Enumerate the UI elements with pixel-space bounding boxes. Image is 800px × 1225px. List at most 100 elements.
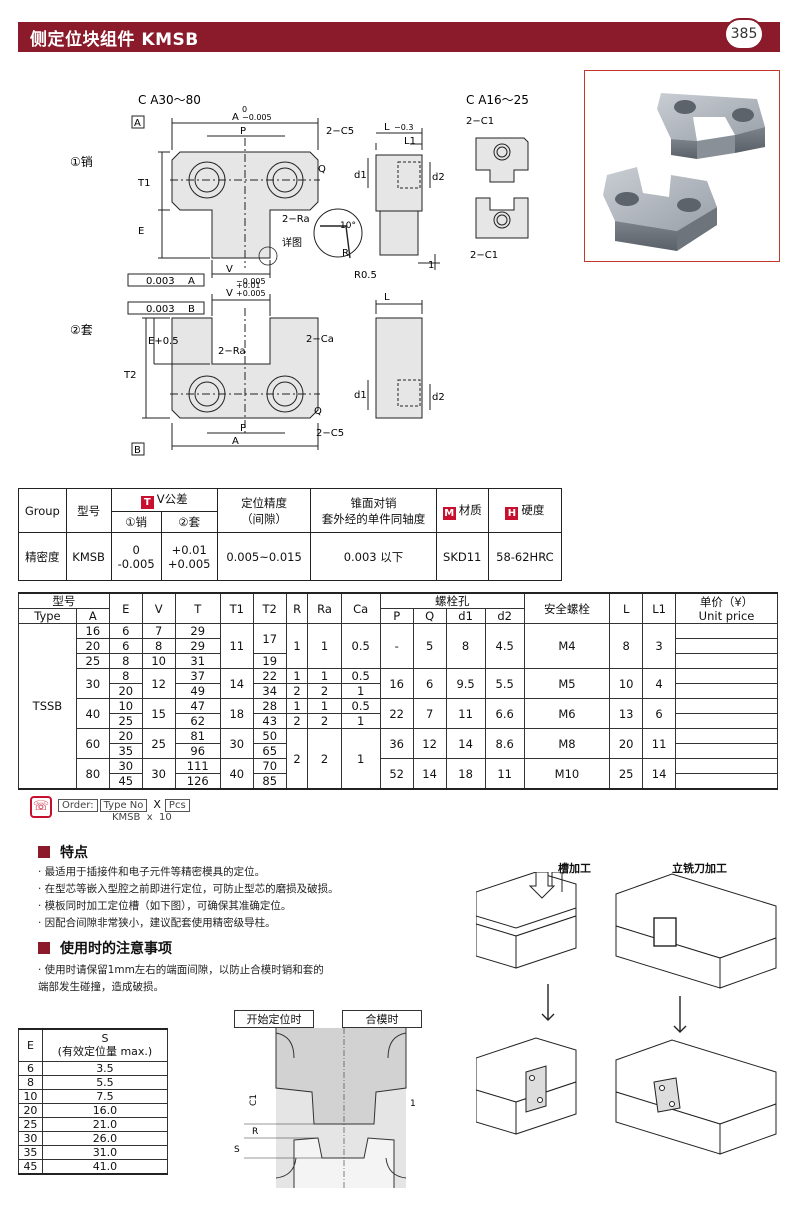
dim-h-model: 型号	[18, 592, 110, 609]
spec-h-hardness-label: 硬度	[521, 502, 545, 517]
dim-v: V	[226, 264, 233, 275]
dim-r-cell: 2	[285, 713, 309, 729]
feature-item: · 因配合间隙非常狭小，建议配套使用精密级导柱。	[38, 917, 276, 929]
notes-title-text: 使用时的注意事项	[60, 941, 172, 957]
notes-list: · 使用时请保留1mm左右的端面间隙，以防止合模时销和套的 端部发生碰撞，造成破…	[38, 962, 478, 996]
dim-t1-cell: 11	[219, 623, 254, 669]
dim-t1-cell: 40	[219, 758, 254, 790]
dim-q-cell: 5	[412, 623, 447, 669]
s-s-cell: 21.0	[41, 1116, 169, 1132]
dim-q-cell: 6	[412, 668, 447, 699]
dim-a-cell: 16	[75, 623, 110, 639]
dim-e-cell: 8	[108, 653, 143, 669]
dim-ca-cell: 0.5	[340, 698, 381, 714]
dim-ra: 2−Ra	[282, 214, 310, 225]
dim-price-cell	[675, 728, 778, 744]
dim-d2-cell: 8.6	[484, 728, 525, 759]
dim-d1-cell: 18	[445, 758, 486, 790]
dim-a-cell: 25	[75, 653, 110, 669]
spec-h-sleeve: ②套	[160, 511, 218, 533]
dim-v-cell: 10	[141, 653, 176, 669]
dim-v-cell: 30	[141, 758, 176, 790]
s-e-cell: 20	[18, 1102, 43, 1118]
dim-e-cell: 8	[108, 668, 143, 684]
positioning-diagram: 开始定位时 合模时 C1 R S 1	[224, 1010, 434, 1190]
dim-t2-cell: 85	[252, 773, 287, 790]
start-label: 开始定位时	[234, 1010, 314, 1028]
dim-e-cell: 6	[108, 623, 143, 639]
dim-c1-bottom: 2−C1	[470, 250, 498, 261]
datum-a-label: A	[134, 118, 141, 129]
page-number: 385	[724, 18, 764, 50]
dim-d1-cell: 11	[445, 698, 486, 729]
dim-p0005: +0.005	[236, 289, 266, 298]
s-h-s-label: S	[101, 1032, 109, 1046]
datum-b-label: B	[134, 445, 141, 456]
dim-h-bolt-hole: 螺栓孔	[379, 592, 525, 609]
dim-h-d1: d1	[445, 608, 486, 624]
dim-t1-cell: 18	[219, 698, 254, 729]
dim-v-cell: 15	[141, 698, 176, 729]
note-item: · 使用时请保留1mm左右的端面间隙，以防止合模时销和套的	[38, 964, 324, 976]
dim-angle: 10°	[340, 221, 356, 231]
dim-t2-cell: 19	[252, 653, 287, 669]
positioning-svg: C1 R S 1	[234, 1028, 416, 1188]
dim-price-cell	[675, 668, 778, 684]
dim-t-cell: 31	[174, 653, 221, 669]
dim-d2-cell: 6.6	[484, 698, 525, 729]
features-list: · 最适用于插接件和电子元件等精密模具的定位。 · 在型芯等嵌入型腔之前即进行定…	[38, 864, 478, 932]
dim-one: 1	[428, 260, 434, 271]
dim-r: R	[342, 248, 349, 259]
spec-h-material-label: 材质	[458, 502, 482, 517]
dim-e-cell: 20	[108, 728, 143, 744]
c1-label: C1	[249, 1094, 259, 1106]
dim-t2-cell: 50	[252, 728, 287, 744]
s-e-cell: 8	[18, 1074, 43, 1090]
dim-a-cell: 20	[75, 638, 110, 654]
dim-ra-cell: 2	[307, 713, 342, 729]
t-badge: T	[140, 496, 154, 509]
m-badge: M	[442, 506, 456, 520]
dim-h-price-en: Unit price	[698, 608, 755, 623]
dim-d1-cell: 9.5	[445, 668, 486, 699]
dim-a-cell: 30	[75, 668, 110, 699]
dim-p: P	[240, 126, 246, 137]
dim-ca-cell: 0.5	[340, 668, 381, 684]
dim-d2: d2	[432, 172, 445, 183]
features-title-text: 特点	[60, 845, 88, 861]
phone-icon: ☏	[30, 796, 52, 818]
dim-e-cell: 25	[108, 713, 143, 729]
tol-b-value: 0.003	[146, 304, 175, 315]
dim-zero: 0	[242, 105, 247, 114]
s-s-cell: 16.0	[41, 1102, 169, 1118]
dim-a-top: A	[232, 112, 239, 123]
dim-ra2: 2−Ra	[218, 346, 246, 357]
dim-v-m0005: −0.005	[236, 277, 266, 286]
one-label: 1	[410, 1099, 416, 1109]
dim-h-l1: L1	[642, 592, 677, 624]
dim-h-d2: d2	[484, 608, 525, 624]
dim-l-cell: 13	[609, 698, 644, 729]
dim-t2-cell: 28	[252, 698, 287, 714]
dim-bolt-cell: M5	[523, 668, 611, 699]
dim-v-cell: 12	[141, 668, 176, 699]
dim-t2-cell: 70	[252, 758, 287, 774]
dim-d1-cell: 8	[445, 623, 486, 669]
times-sign: X	[153, 798, 161, 811]
dim-p001: +0.01	[236, 281, 261, 290]
feature-item: · 模板同时加工定位槽（如下图），可确保其准确定位。	[38, 900, 292, 912]
dim-l: L	[384, 122, 390, 133]
spec-h-group: Group	[18, 488, 67, 533]
dim-p-cell: 36	[379, 728, 414, 759]
dim-c1-top: 2−C1	[466, 116, 494, 127]
dim-m0005: −0.005	[242, 113, 272, 122]
dim-h-r: R	[285, 592, 309, 624]
milling-label: 立铣刀加工	[672, 862, 727, 875]
dim-l-cell: 25	[609, 758, 644, 790]
pin-label: ①销	[70, 155, 93, 169]
spec-h-coax-label: 锥面对销	[350, 495, 397, 510]
dim-r-cell: 1	[285, 623, 309, 669]
